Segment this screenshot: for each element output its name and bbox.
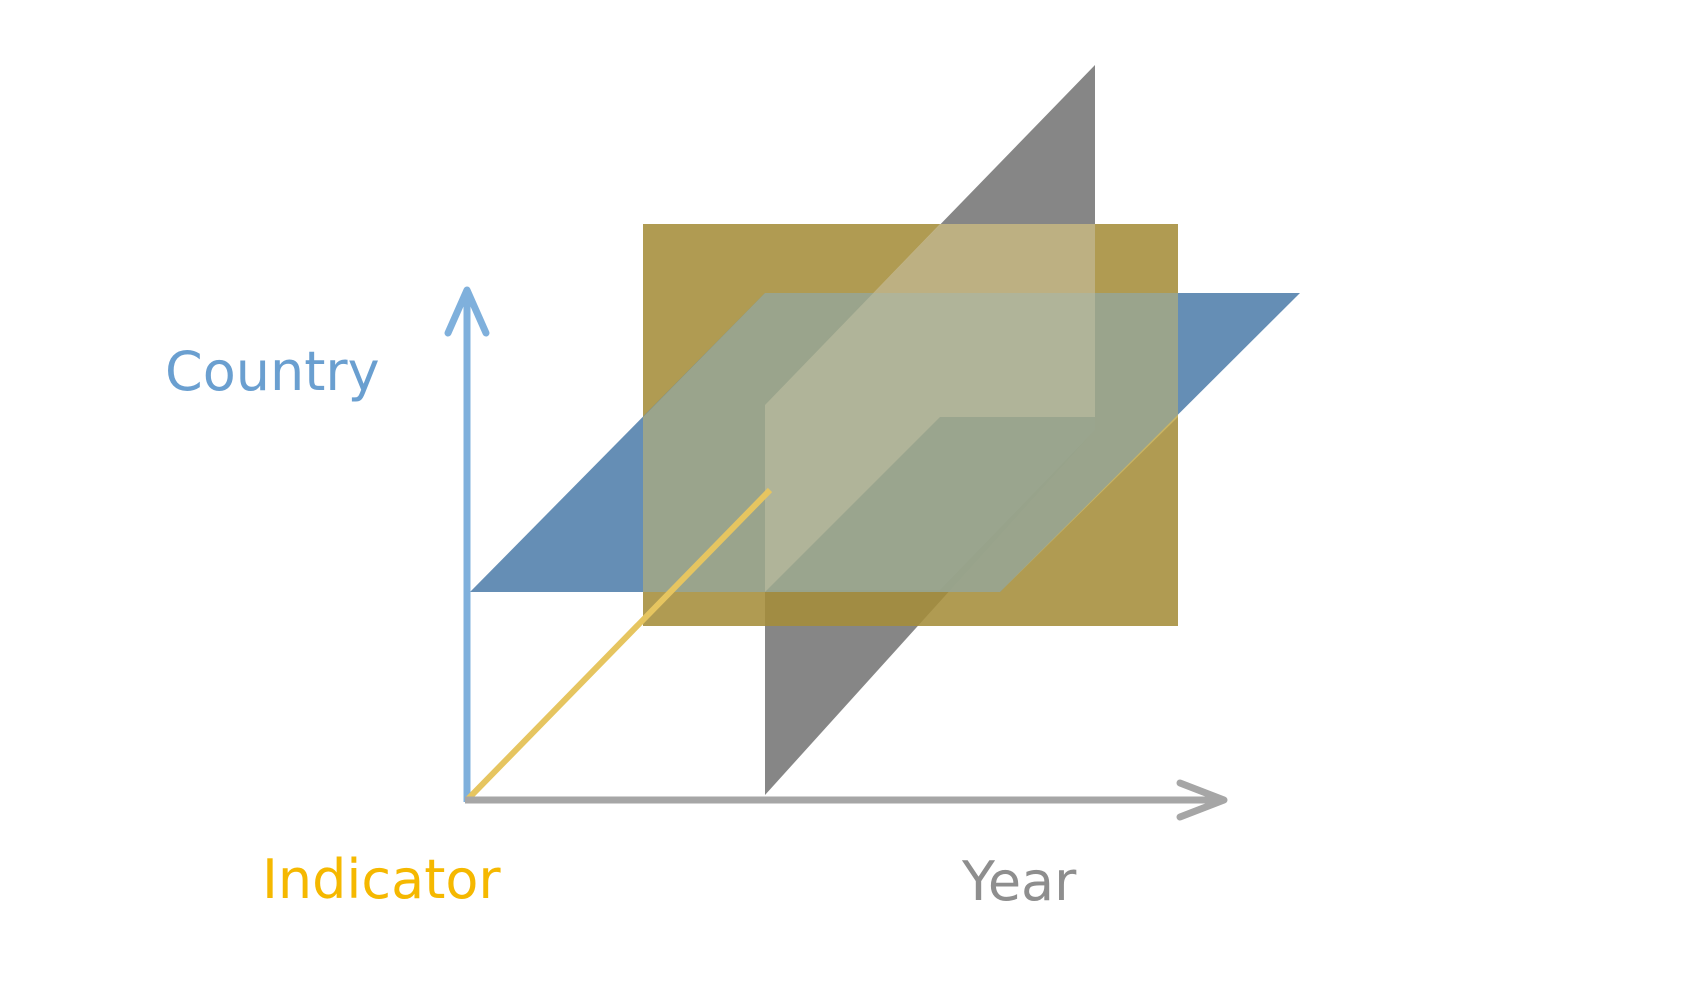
indicator-axis [464, 487, 773, 803]
year-axis-arrowhead [1176, 779, 1228, 821]
country-label: Country [165, 340, 380, 403]
intersection-cell [765, 224, 1095, 592]
indicator-label: Indicator [262, 848, 501, 911]
year-label: Year [961, 850, 1077, 913]
country-plane [470, 293, 1300, 592]
country-axis-arrowhead [444, 286, 490, 337]
country-indicator-overlap [643, 293, 1178, 592]
